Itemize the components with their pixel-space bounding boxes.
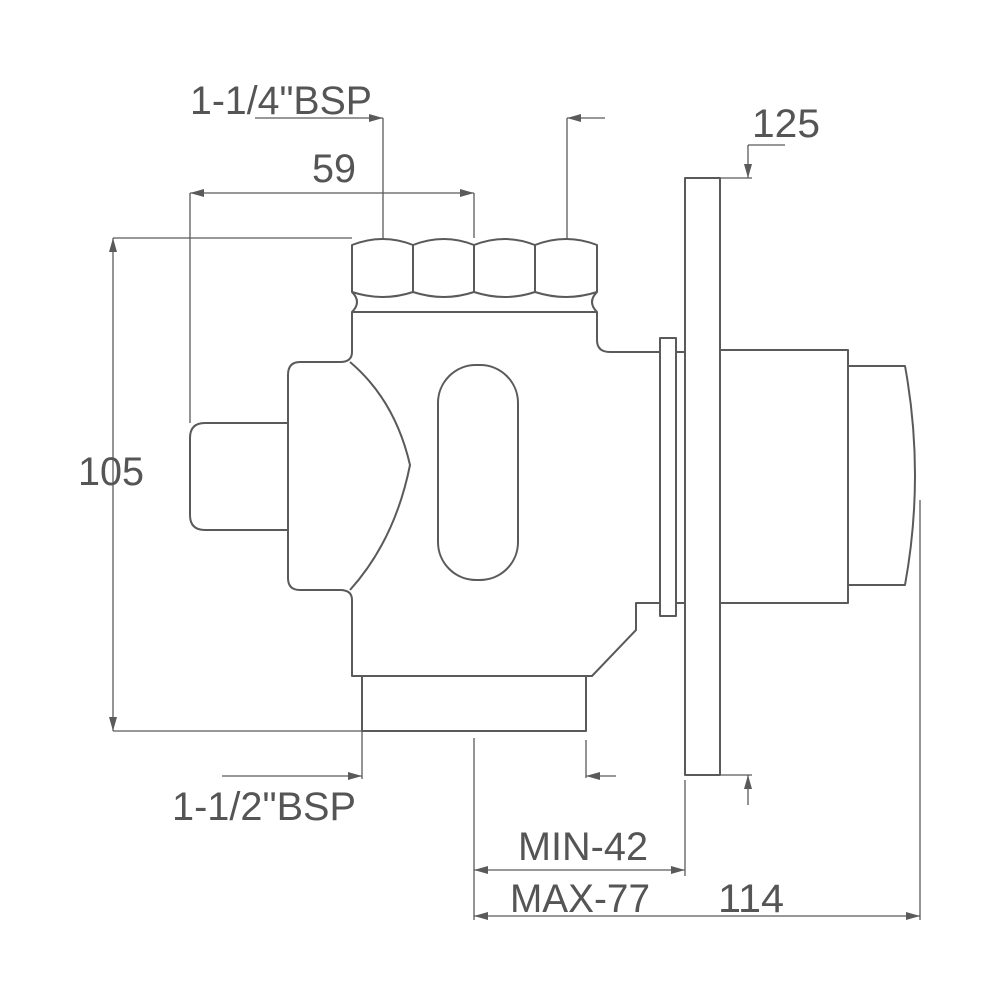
flange-washer — [659, 337, 677, 617]
push-button — [848, 365, 916, 586]
height-105-label: 105 — [78, 450, 144, 494]
max-wall-label: MAX-77 — [510, 877, 650, 921]
inlet-thread-label: 1-1/4"BSP — [190, 79, 372, 123]
outlet-pipe — [361, 675, 587, 732]
button-housing — [719, 349, 849, 604]
plate-125-label: 125 — [752, 102, 820, 146]
width-59-label: 59 — [312, 147, 356, 191]
dimensions: 105 59 1-1/4"BSP 125 1-1/2"BSP — [78, 79, 921, 921]
valve-outline — [189, 177, 916, 776]
cone-curve — [349, 361, 411, 591]
depth-114-label: 114 — [718, 877, 784, 921]
outlet-thread-label: 1-1/2"BSP — [172, 785, 356, 829]
wall-plate — [684, 177, 721, 776]
oval-slot — [437, 364, 519, 581]
min-wall-label: MIN-42 — [518, 825, 648, 869]
left-stub — [189, 422, 288, 531]
valve-body — [287, 312, 660, 677]
hex-nut — [351, 238, 598, 313]
